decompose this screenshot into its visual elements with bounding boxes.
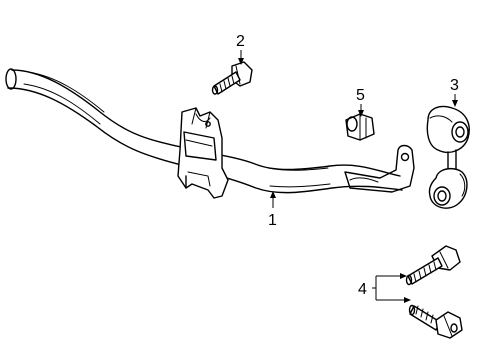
bolt-2 <box>211 61 253 95</box>
bolt-4-upper <box>405 245 461 286</box>
bar-bushing-bracket <box>177 107 229 199</box>
callout-3: 3 <box>450 77 459 94</box>
callout-5: 5 <box>356 87 365 104</box>
callout-1: 1 <box>268 212 277 229</box>
callout-leaders <box>238 50 458 303</box>
nut-5 <box>345 113 375 141</box>
stabilizer-link-3 <box>426 105 470 209</box>
callout-4: 4 <box>358 281 367 298</box>
callout-2: 2 <box>236 33 245 50</box>
bolt-4-lower <box>408 304 463 339</box>
